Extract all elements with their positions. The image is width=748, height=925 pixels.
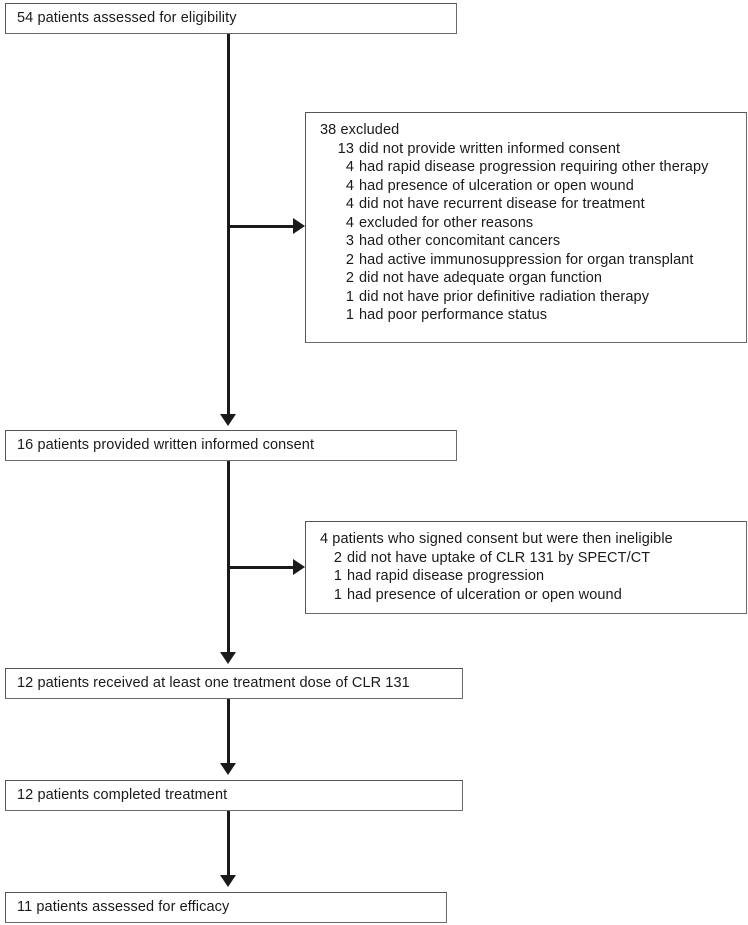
exclusion-item-reason: did not have recurrent disease for treat…	[359, 196, 645, 212]
exclusion-item: 13 did not provide written informed cons…	[320, 140, 736, 159]
exclusion-item: 2 had active immunosuppression for organ…	[320, 251, 736, 270]
exclusion-box-excluded-38-list: 13 did not provide written informed cons…	[320, 140, 736, 325]
exclusion-item-count: 1	[345, 288, 354, 305]
exclusion-item-count: 1	[345, 307, 354, 323]
exclusion-box-ineligible-4-heading: 4 patients who signed consent but were t…	[320, 531, 673, 547]
exclusion-item-count: 4	[345, 214, 354, 231]
connector-trunk-4	[227, 811, 230, 877]
connector-branch-2	[229, 566, 297, 569]
flow-node-assessed-label: 54 patients assessed for eligibility	[17, 10, 237, 27]
connector-branch-2-arrowhead	[293, 559, 305, 575]
exclusion-item-reason: excluded for other reasons	[359, 214, 534, 231]
flow-node-efficacy-label: 11 patients assessed for efficacy	[17, 899, 230, 916]
exclusion-item-reason: had rapid disease progression	[347, 568, 545, 584]
flow-node-consented-label: 16 patients provided written informed co…	[17, 437, 315, 454]
exclusion-item-count: 1	[333, 586, 342, 603]
exclusion-item-reason: had presence of ulceration or open wound	[347, 586, 622, 603]
exclusion-item-count: 4	[345, 159, 354, 175]
exclusion-item: 4 had presence of ulceration or open wou…	[320, 177, 736, 196]
connector-branch-1	[229, 225, 297, 228]
exclusion-box-ineligible-4-list: 2 did not have uptake of CLR 131 by SPEC…	[320, 549, 736, 605]
connector-trunk-1-arrowhead	[220, 414, 236, 426]
exclusion-item-count: 2	[333, 549, 342, 566]
flow-node-completed: 12 patients completed treatment	[5, 780, 463, 811]
exclusion-item-count: 3	[345, 233, 354, 249]
flow-node-consented: 16 patients provided written informed co…	[5, 430, 457, 461]
exclusion-item-reason: had rapid disease progression requiring …	[359, 159, 709, 175]
flow-node-assessed: 54 patients assessed for eligibility	[5, 3, 457, 34]
exclusion-item-reason: did not have uptake of CLR 131 by SPECT/…	[347, 549, 651, 566]
exclusion-item-count: 2	[345, 270, 354, 286]
connector-trunk-4-arrowhead	[220, 875, 236, 887]
exclusion-item-reason: had poor performance status	[359, 307, 548, 323]
exclusion-item: 1 had poor performance status	[320, 306, 736, 325]
exclusion-item: 4 did not have recurrent disease for tre…	[320, 195, 736, 214]
exclusion-item-count: 4	[345, 196, 354, 212]
flow-node-completed-label: 12 patients completed treatment	[17, 787, 228, 804]
exclusion-item-count: 1	[333, 568, 342, 584]
exclusion-box-ineligible-4: 4 patients who signed consent but were t…	[305, 521, 747, 614]
connector-trunk-3	[227, 699, 230, 765]
exclusion-item: 2 did not have uptake of CLR 131 by SPEC…	[320, 549, 736, 568]
exclusion-item-reason: did not have prior definitive radiation …	[359, 288, 650, 305]
exclusion-item: 3 had other concomitant cancers	[320, 232, 736, 251]
flow-node-efficacy: 11 patients assessed for efficacy	[5, 892, 447, 923]
flow-node-treated: 12 patients received at least one treatm…	[5, 668, 463, 699]
exclusion-item-reason: did not have adequate organ function	[359, 270, 603, 286]
exclusion-item-count: 4	[345, 177, 354, 194]
exclusion-box-excluded-38-heading: 38 excluded	[320, 122, 400, 138]
exclusion-item-reason: had active immunosuppression for organ t…	[359, 251, 694, 268]
exclusion-item-count: 2	[345, 251, 354, 268]
exclusion-item: 1 had rapid disease progression	[320, 567, 736, 586]
exclusion-item: 4 had rapid disease progression requirin…	[320, 158, 736, 177]
connector-branch-1-arrowhead	[293, 218, 305, 234]
connector-trunk-2	[227, 461, 230, 655]
exclusion-box-excluded-38: 38 excluded 13 did not provide written i…	[305, 112, 747, 343]
exclusion-item: 4 excluded for other reasons	[320, 214, 736, 233]
exclusion-item: 2 did not have adequate organ function	[320, 269, 736, 288]
connector-trunk-3-arrowhead	[220, 763, 236, 775]
exclusion-item: 1 had presence of ulceration or open wou…	[320, 586, 736, 605]
connector-trunk-2-arrowhead	[220, 652, 236, 664]
exclusion-item-count: 13	[337, 140, 354, 157]
exclusion-item: 1 did not have prior definitive radiatio…	[320, 288, 736, 307]
exclusion-item-reason: did not provide written informed consent	[359, 140, 621, 157]
exclusion-item-reason: had presence of ulceration or open wound	[359, 177, 634, 194]
exclusion-item-reason: had other concomitant cancers	[359, 233, 561, 249]
flow-node-treated-label: 12 patients received at least one treatm…	[17, 675, 410, 692]
connector-trunk-1	[227, 34, 230, 417]
